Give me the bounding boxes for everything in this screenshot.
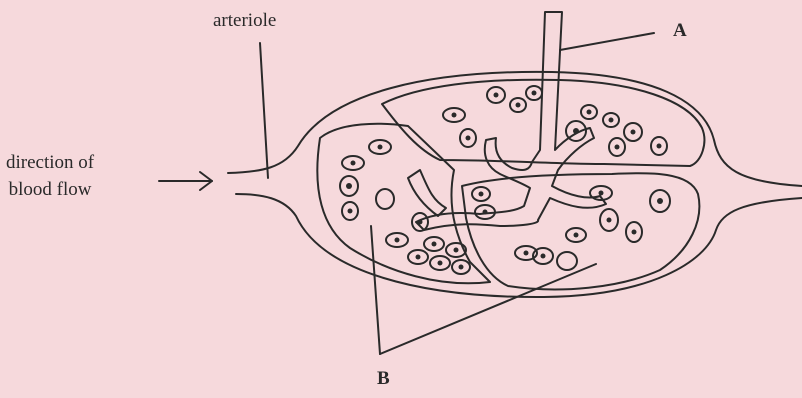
flow-direction-label: direction of blood flow bbox=[6, 149, 94, 203]
label-a: A bbox=[673, 20, 687, 42]
outer-capsule bbox=[228, 72, 802, 297]
arteriole-label: arteriole bbox=[213, 10, 276, 32]
flow-arrow bbox=[159, 172, 212, 190]
lobules bbox=[317, 80, 704, 290]
flow-direction-line-1: direction of bbox=[6, 149, 94, 176]
flow-direction-line-2: blood flow bbox=[6, 176, 94, 203]
arteriole-pointer-line bbox=[260, 43, 268, 178]
label-b: B bbox=[377, 368, 390, 390]
